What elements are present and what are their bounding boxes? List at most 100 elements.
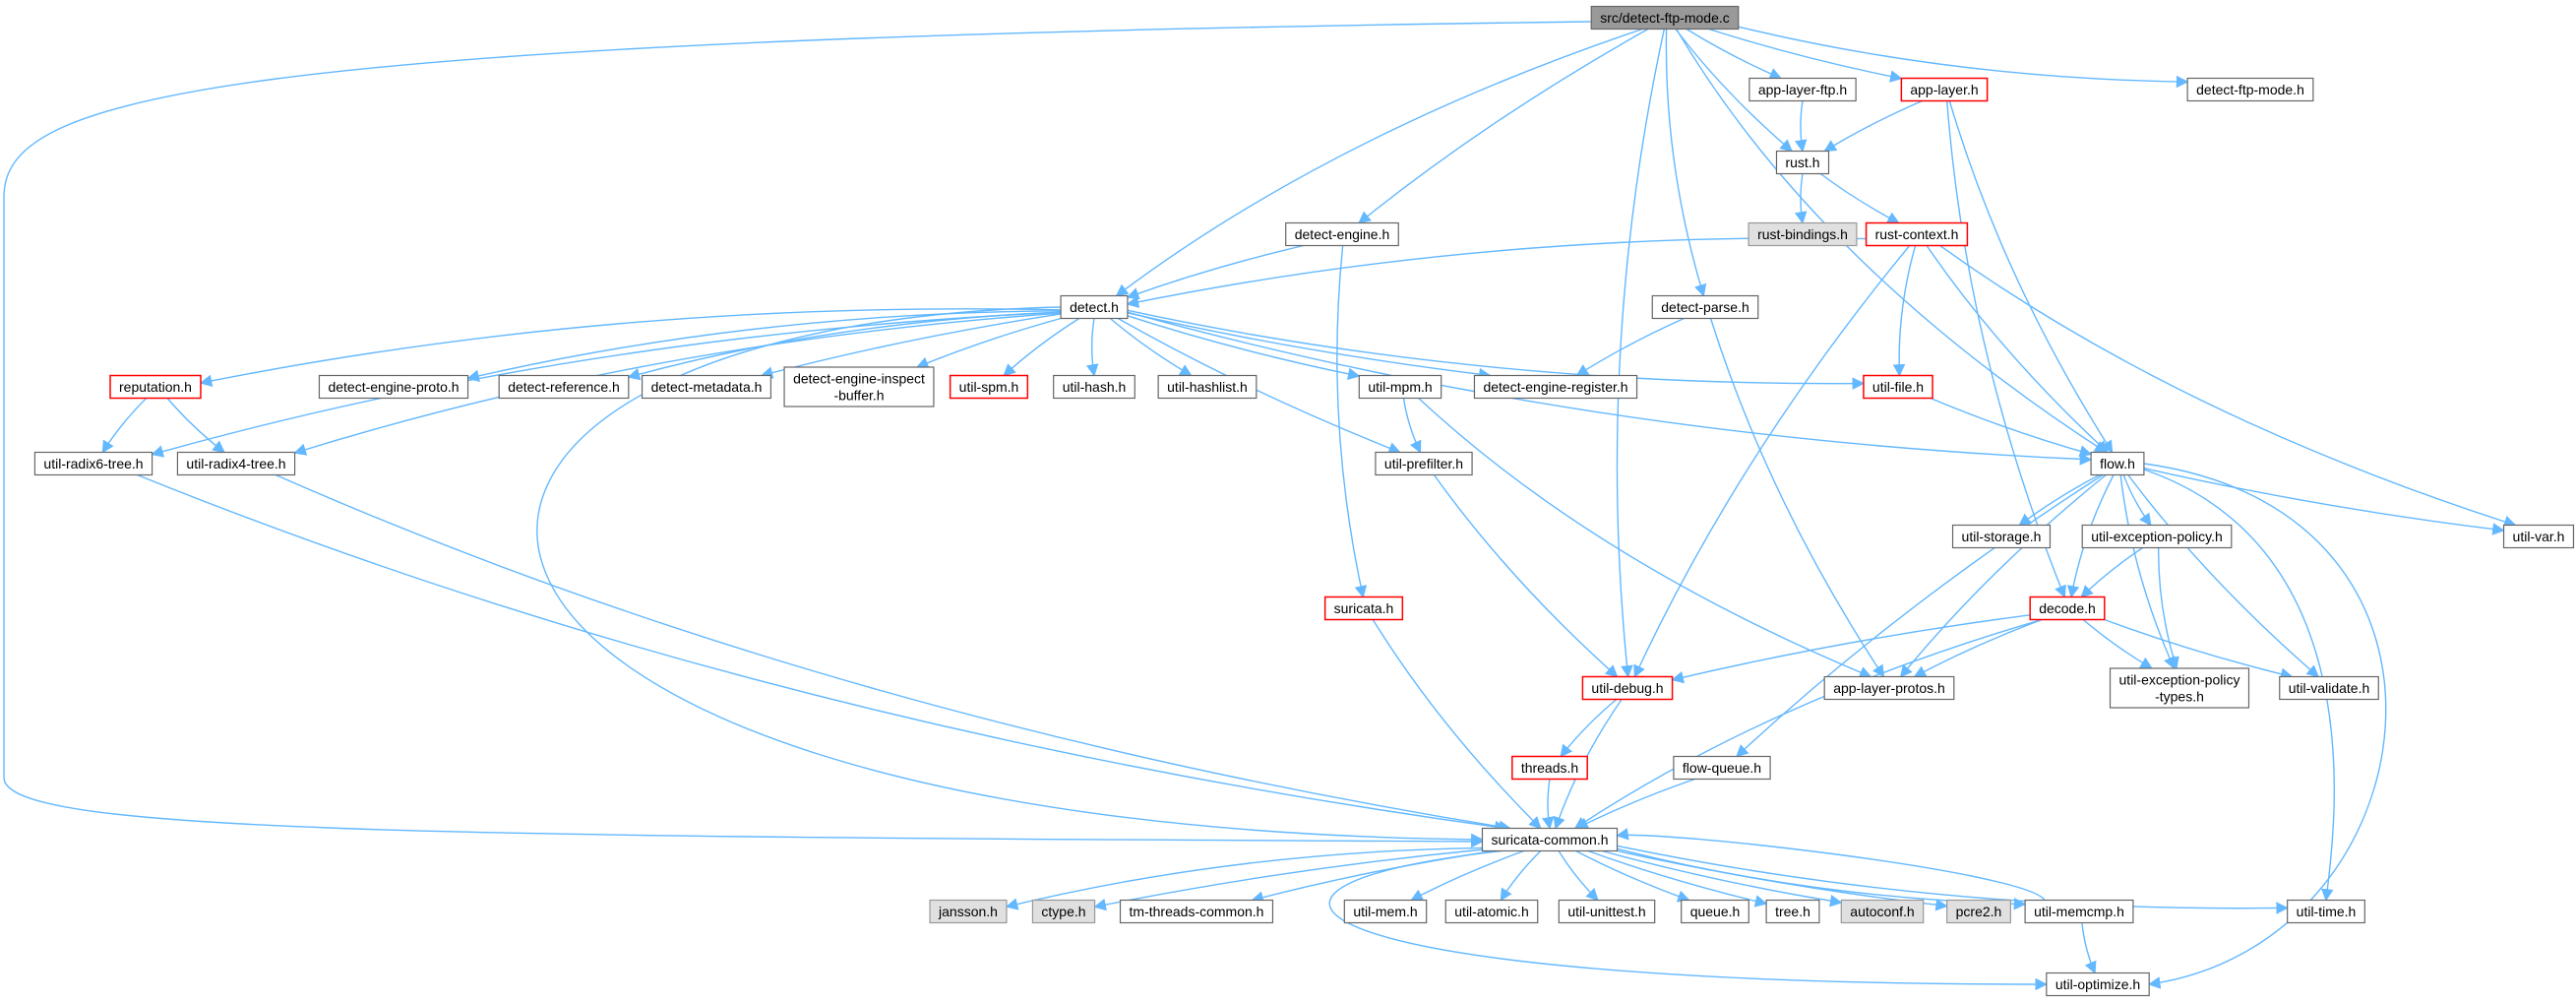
node-utilstorage[interactable]: util-storage.h	[1951, 524, 2052, 549]
node-utilmem[interactable]: util-mem.h	[1343, 899, 1428, 924]
node-box	[1343, 899, 1428, 924]
node-reputation[interactable]: reputation.h	[109, 374, 202, 400]
node-detectftpmode[interactable]: detect-ftp-mode.h	[2186, 77, 2314, 102]
node-label: util-file.h	[1872, 379, 1924, 395]
edge-root-to-detectengine	[1358, 28, 1649, 224]
node-box	[1358, 374, 1442, 400]
node-utiltime[interactable]: util-time.h	[2287, 899, 2365, 924]
edge-utilradix6-to-suricatacommon	[137, 473, 1507, 834]
edge-detect-to-detectengineregister	[1127, 312, 1492, 381]
edge-applayer-to-flow	[1948, 100, 2114, 454]
node-label: detect-reference.h	[508, 379, 620, 395]
node-tree[interactable]: tree.h	[1765, 899, 1820, 924]
node-label: detect-engine.h	[1295, 226, 1390, 242]
node-jansson[interactable]: jansson.h	[929, 899, 1008, 924]
node-threads[interactable]: threads.h	[1511, 755, 1588, 781]
node-utilprefilter[interactable]: util-prefilter.h	[1375, 451, 1473, 476]
node-box	[949, 374, 1029, 400]
node-utilhashlist[interactable]: util-hashlist.h	[1157, 374, 1257, 400]
node-label: rust-context.h	[1875, 226, 1959, 242]
node-box	[1775, 150, 1830, 175]
node-box	[1946, 899, 2011, 924]
node-utilhash[interactable]: util-hash.h	[1053, 374, 1135, 400]
node-label: util-mem.h	[1353, 904, 1417, 919]
node-decode[interactable]: decode.h	[2029, 596, 2106, 621]
edge-flow-to-utilexceptionpolicy	[2122, 474, 2152, 527]
node-utilexceptionpolicy[interactable]: util-exception-policy.h	[2081, 524, 2233, 549]
node-rustcontext[interactable]: rust-context.h	[1865, 221, 1969, 247]
edge-root-to-flow	[1676, 29, 2108, 454]
node-detect[interactable]: detect.h	[1060, 294, 1129, 320]
node-queue[interactable]: queue.h	[1681, 899, 1749, 924]
edge-flowqueue-to-suricatacommon	[1575, 778, 1695, 830]
node-flow[interactable]: flow.h	[2090, 451, 2145, 476]
edge-detect-to-utilspm	[1003, 317, 1080, 377]
node-detectparse[interactable]: detect-parse.h	[1651, 294, 1759, 320]
node-suricata[interactable]: suricata.h	[1323, 596, 1404, 621]
node-rustbindings[interactable]: rust-bindings.h	[1748, 221, 1858, 247]
edge-utilmpm-to-applayerprotos	[1418, 397, 1872, 678]
edge-suricatacommon-to-pcre2	[1617, 849, 1948, 911]
node-box	[1511, 755, 1588, 781]
edge-utilexceptionpolicy-to-utilexceptionpolicytypes	[2158, 547, 2179, 670]
node-box	[176, 451, 296, 476]
node-box	[1481, 827, 1619, 852]
node-detectengineinspect[interactable]: detect-engine-inspect-buffer.h	[783, 366, 935, 407]
node-applayerftp[interactable]: app-layer-ftp.h	[1748, 77, 1857, 102]
nodes-layer: src/detect-ftp-mode.c app-layer-ftp.h app-…	[33, 5, 2575, 997]
node-label: util-hashlist.h	[1167, 379, 1248, 395]
edge-decode-to-utildebug	[1671, 614, 2031, 684]
node-box	[1951, 524, 2052, 549]
node-label: app-layer.h	[1910, 82, 1978, 97]
node-suricatacommon[interactable]: suricata-common.h	[1481, 827, 1619, 852]
node-box	[641, 374, 772, 400]
edge-applayerftp-to-rust	[1794, 100, 1808, 153]
edge-rustcontext-to-detect	[1126, 237, 1867, 308]
edge-root-to-applayerftp	[1686, 28, 1783, 80]
node-utilexceptionpolicytypes[interactable]: util-exception-policy-types.h	[2109, 667, 2250, 709]
node-detectengineregister[interactable]: detect-engine-register.h	[1473, 374, 1638, 400]
node-root[interactable]: src/detect-ftp-mode.c	[1590, 5, 1740, 31]
edge-detect-to-utilhashlist	[1109, 317, 1193, 377]
node-box	[1060, 294, 1129, 320]
node-utilradix4[interactable]: util-radix4-tree.h	[176, 451, 296, 476]
node-utilvalidate[interactable]: util-validate.h	[2279, 675, 2379, 701]
edge-detect-to-utilfile	[1127, 309, 1866, 390]
node-detectreference[interactable]: detect-reference.h	[498, 374, 630, 400]
node-ctype[interactable]: ctype.h	[1031, 899, 1096, 924]
edge-applayer-to-rust	[1823, 99, 1923, 153]
node-applayer[interactable]: app-layer.h	[1900, 77, 1989, 102]
node-rust[interactable]: rust.h	[1775, 150, 1830, 175]
edge-flow-to-applayerprotos	[1899, 473, 2107, 678]
node-box	[1323, 596, 1404, 621]
node-utilmpm[interactable]: util-mpm.h	[1358, 374, 1442, 400]
node-utilspm[interactable]: util-spm.h	[949, 374, 1029, 400]
edge-suricatacommon-to-utilmem	[1410, 849, 1524, 902]
node-autoconf[interactable]: autoconf.h	[1840, 899, 1925, 924]
node-utilunittest[interactable]: util-unittest.h	[1558, 899, 1656, 924]
node-utilatomic[interactable]: util-atomic.h	[1444, 899, 1539, 924]
node-box	[1590, 5, 1740, 31]
node-tmthreadscommon[interactable]: tm-threads-common.h	[1119, 899, 1274, 924]
node-detectengine[interactable]: detect-engine.h	[1285, 221, 1399, 247]
edge-rust-to-rustcontext	[1819, 172, 1900, 224]
node-utildebug[interactable]: util-debug.h	[1581, 675, 1674, 701]
edge-utilmpm-to-utilprefilter	[1402, 398, 1422, 454]
node-box	[1031, 899, 1096, 924]
node-applayerprotos[interactable]: app-layer-protos.h	[1823, 675, 1955, 701]
node-pcre2[interactable]: pcre2.h	[1946, 899, 2011, 924]
node-box	[2279, 675, 2379, 701]
node-label: detect-ftp-mode.h	[2196, 82, 2304, 97]
node-utilvar[interactable]: util-var.h	[2502, 524, 2575, 549]
node-utilradix6[interactable]: util-radix6-tree.h	[33, 451, 153, 476]
edge-detect-to-detectengineinspect	[915, 317, 1062, 369]
edge-root-to-suricatacommon	[3, 21, 1592, 848]
node-detectmetadata[interactable]: detect-metadata.h	[641, 374, 772, 400]
node-flowqueue[interactable]: flow-queue.h	[1673, 755, 1771, 781]
node-label: reputation.h	[119, 379, 192, 395]
node-utilfile[interactable]: util-file.h	[1863, 374, 1933, 400]
node-utiloptimize[interactable]: util-optimize.h	[2046, 972, 2150, 997]
node-utilmemcmp[interactable]: util-memcmp.h	[2024, 899, 2134, 924]
edge-suricatacommon-to-utilunittest	[1558, 850, 1599, 902]
node-detectengineproto[interactable]: detect-engine-proto.h	[318, 374, 469, 400]
